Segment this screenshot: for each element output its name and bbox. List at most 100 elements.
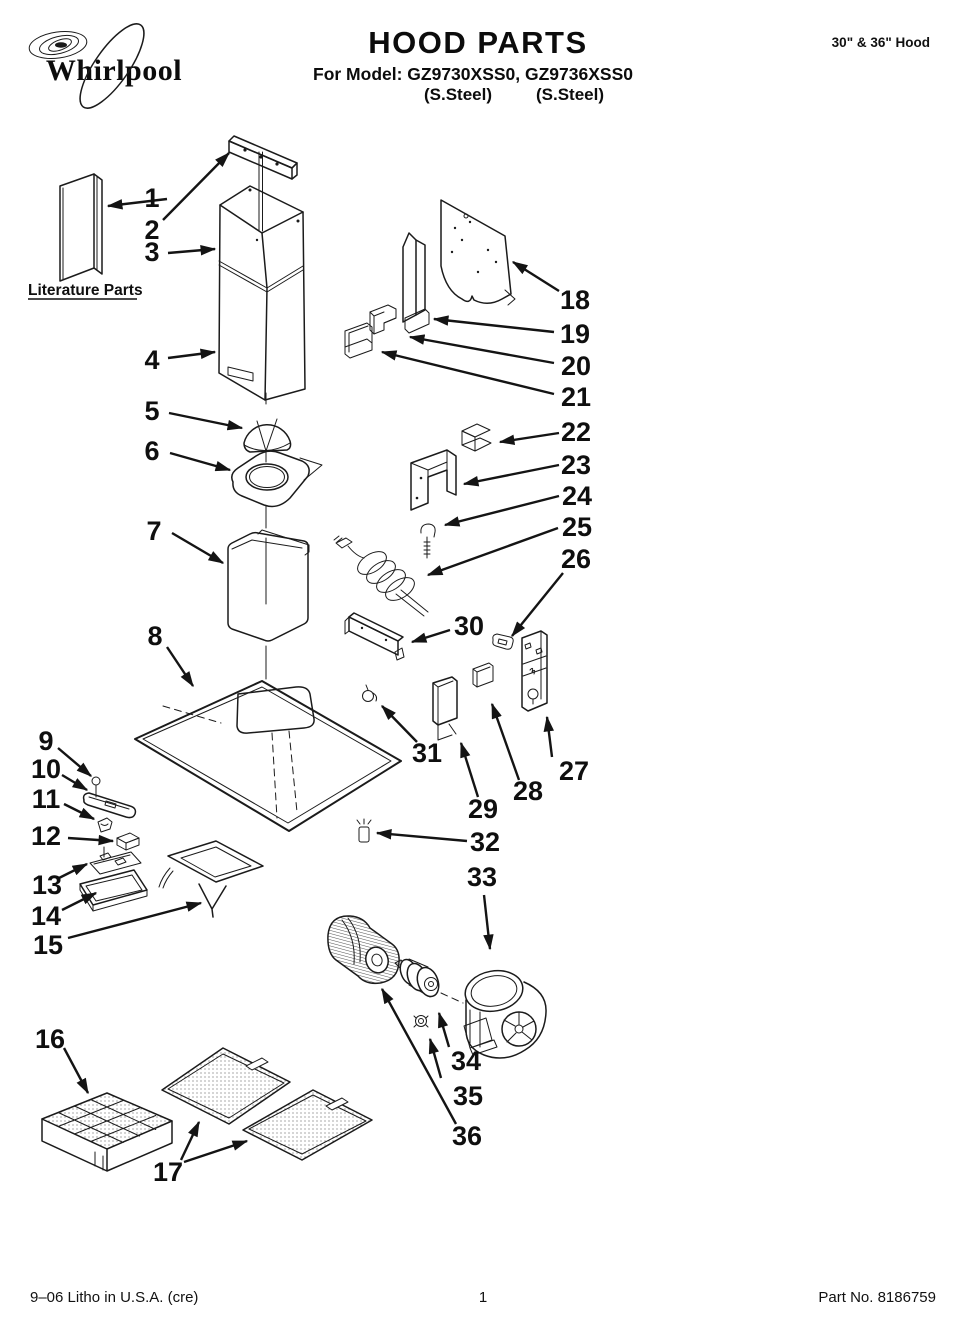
callout-20: 20 <box>561 351 591 381</box>
callout-26: 26 <box>561 544 591 574</box>
arrow-to-part-7 <box>171 531 225 565</box>
footer: 9–06 Litho in U.S.A. (cre) 1 Part No. 81… <box>30 1289 936 1306</box>
callout-5: 5 <box>144 396 159 426</box>
part-chimney-duct <box>218 185 306 401</box>
arrow-to-part-12 <box>67 834 115 846</box>
callout-16: 16 <box>35 1024 65 1054</box>
callout-27: 27 <box>559 756 589 786</box>
callout-6: 6 <box>144 436 159 466</box>
arrow-to-part-14 <box>61 891 98 912</box>
part-control-board <box>521 630 548 712</box>
callout-labels: 1 2 3 4 5 6 7 8 9 10 11 12 13 14 15 16 1… <box>31 183 592 1187</box>
part-literature-book <box>59 173 103 282</box>
callout-2: 2 <box>144 215 159 245</box>
logo-ellipse <box>79 23 145 109</box>
callout-12: 12 <box>31 821 61 851</box>
callout-4: 4 <box>144 345 159 375</box>
arrow-to-part-30 <box>410 628 451 644</box>
part-blower-wheel <box>327 915 407 985</box>
callout-33: 33 <box>467 862 497 892</box>
arrow-to-part-18 <box>511 260 560 293</box>
part-switch-housing-29 <box>432 676 458 741</box>
hood-size-label: 30" & 36" Hood <box>832 35 930 50</box>
part-cover-28 <box>472 662 494 688</box>
callout-22: 22 <box>561 417 591 447</box>
callout-11: 11 <box>32 784 61 814</box>
callout-28: 28 <box>513 776 543 806</box>
whirlpool-logo: Whirlpool <box>28 23 182 109</box>
brand-wordmark: Whirlpool <box>46 54 182 87</box>
part-rear-mounting-panel <box>440 199 516 306</box>
callout-10: 10 <box>31 754 61 784</box>
callout-17: 17 <box>153 1157 183 1187</box>
header: Whirlpool HOOD PARTS For Model: GZ9730XS… <box>28 23 930 109</box>
part-grease-filter-1 <box>161 1047 291 1125</box>
callout-14: 14 <box>31 901 61 931</box>
part-light-lens <box>82 792 137 819</box>
callout-21: 21 <box>561 382 591 412</box>
arrow-to-part-16 <box>62 1047 90 1095</box>
arrow-to-part-1 <box>106 197 168 210</box>
arrow-to-part-34 <box>437 1011 451 1048</box>
callout-19: 19 <box>560 319 590 349</box>
part-wall-bracket <box>228 135 298 180</box>
arrow-to-part-17a <box>179 1120 201 1161</box>
steel-label-left: (S.Steel) <box>424 85 492 104</box>
part-nut <box>413 1015 429 1028</box>
arrow-to-part-4 <box>167 348 217 360</box>
arrow-to-part-5 <box>168 411 244 431</box>
arrow-to-part-8 <box>166 646 194 688</box>
callout-15: 15 <box>33 930 63 960</box>
part-support-bracket-23 <box>410 449 457 511</box>
arrow-to-part-31 <box>381 705 418 743</box>
model-line: For Model: GZ9730XSS0, GZ9736XSS0 <box>313 64 633 84</box>
callout-34: 34 <box>451 1046 481 1076</box>
callout-7: 7 <box>146 516 161 546</box>
arrow-to-part-24 <box>443 494 560 527</box>
callout-3: 3 <box>144 237 159 267</box>
part-damper <box>243 418 292 453</box>
page-title: HOOD PARTS <box>368 25 587 60</box>
part-clip-11 <box>97 817 113 833</box>
literature-parts-label: Literature Parts <box>28 282 143 299</box>
callout-23: 23 <box>561 450 591 480</box>
arrow-to-part-15 <box>67 901 203 940</box>
part-charcoal-filter <box>41 1092 173 1172</box>
callout-18: 18 <box>560 285 590 315</box>
arrow-to-part-11 <box>63 802 96 821</box>
callout-32: 32 <box>470 827 500 857</box>
part-switch-bracket <box>89 846 142 875</box>
arrow-to-part-2 <box>162 152 230 221</box>
whirlpool-swirl-icon <box>28 31 88 59</box>
litho-note: 9–06 Litho in U.S.A. (cre) <box>30 1289 198 1306</box>
arrow-to-part-36 <box>380 987 458 1125</box>
arrow-to-part-33 <box>482 894 494 951</box>
callout-29: 29 <box>468 794 498 824</box>
part-grease-deflector <box>158 840 264 918</box>
part-angle-bracket-22 <box>461 423 492 452</box>
part-clip-26 <box>492 633 514 650</box>
part-canopy <box>134 680 402 832</box>
callout-25: 25 <box>562 512 592 542</box>
arrow-to-part-13 <box>58 862 89 880</box>
part-lamp <box>356 818 372 843</box>
arrow-to-part-28 <box>490 702 521 781</box>
part-motor-pulley <box>399 958 464 1004</box>
callout-31: 31 <box>412 738 442 768</box>
page-number: 1 <box>479 1289 487 1306</box>
part-power-cord <box>333 535 429 617</box>
arrow-to-part-35 <box>428 1037 443 1079</box>
arrow-to-part-26 <box>511 572 564 638</box>
part-number: Part No. 8186759 <box>818 1289 936 1306</box>
arrow-to-part-20 <box>408 334 555 365</box>
arrow-to-part-32 <box>375 829 468 843</box>
callout-36: 36 <box>452 1121 482 1151</box>
part-duct-box <box>227 529 310 642</box>
callout-9: 9 <box>38 726 53 756</box>
part-duct-bracket-19 <box>402 232 430 334</box>
arrow-to-part-29 <box>459 741 480 798</box>
arrow-to-part-9 <box>57 747 93 777</box>
part-hook-screw <box>420 523 436 559</box>
part-block-12 <box>116 832 140 851</box>
